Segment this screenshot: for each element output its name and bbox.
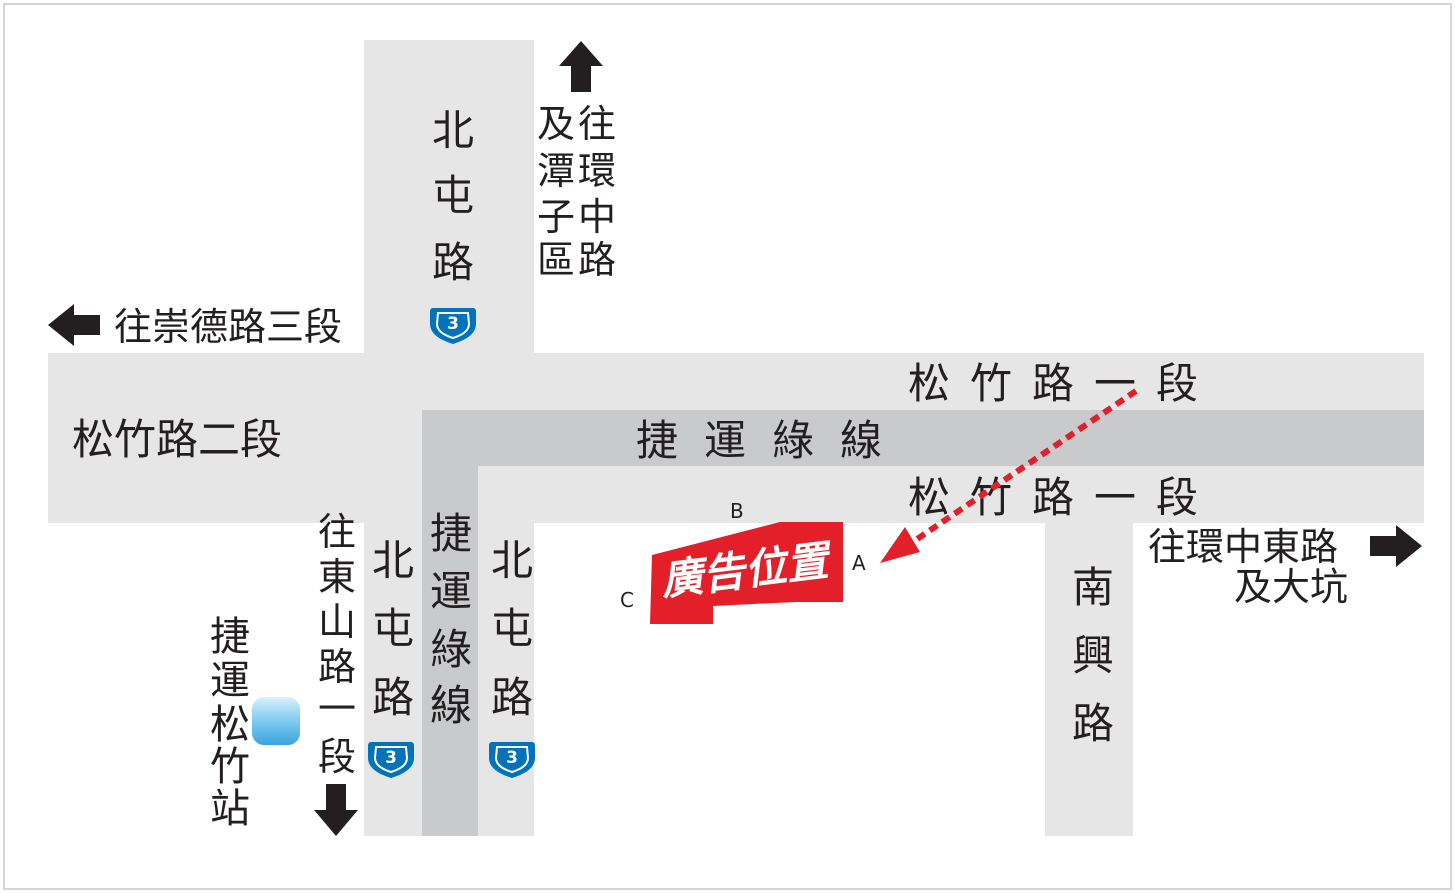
road-nanxing xyxy=(1045,515,1133,836)
label-songzhu-sec2: 松竹路二段 xyxy=(72,415,282,464)
arrow-west-icon xyxy=(48,304,100,346)
route-shield-number: 3 xyxy=(385,748,397,768)
arrow-north-icon xyxy=(559,41,603,92)
char: 山 xyxy=(318,600,356,644)
label-direction-east-line1: 往環中東路 xyxy=(1148,525,1338,569)
ad-pointer-arrow-icon xyxy=(896,388,1138,555)
ad-pointer-arrowhead-icon xyxy=(880,527,920,563)
char: 路 xyxy=(432,238,474,287)
route-shield-icon: 3 xyxy=(430,308,476,344)
char: 路 xyxy=(1072,699,1114,748)
label-nanxing: 南 興 路 xyxy=(1072,563,1114,748)
char: 路 xyxy=(318,645,356,689)
char: 屯 xyxy=(432,171,474,220)
char: 潭 xyxy=(537,149,575,193)
label-mrt-horizontal: 捷運綠線 xyxy=(636,416,908,465)
char: 往 xyxy=(578,102,616,146)
ad-marker-c: C xyxy=(620,588,634,612)
ad-marker-b: B xyxy=(730,499,744,523)
char: 北 xyxy=(432,106,474,155)
char: 及 xyxy=(537,102,575,146)
mrt-line-vertical xyxy=(422,410,478,836)
char: 竹 xyxy=(210,744,250,790)
char: 站 xyxy=(210,786,250,832)
char: 環 xyxy=(578,149,616,193)
label-direction-south: 往 東 山 路 一 段 xyxy=(318,510,356,779)
char: 一 xyxy=(318,687,356,731)
label-mrt-vertical: 捷 運 綠 線 xyxy=(430,509,472,730)
char: 路 xyxy=(491,673,533,722)
char: 捷 xyxy=(430,509,472,558)
char: 捷 xyxy=(210,614,250,660)
label-songzhu-sec1-bottom: 松竹路一段 xyxy=(908,473,1218,522)
char: 區 xyxy=(537,238,575,282)
label-beitun-south-right: 北 屯 路 xyxy=(491,536,533,722)
mrt-line-horizontal xyxy=(422,410,1424,466)
char: 往 xyxy=(318,510,356,554)
route-shield-icon: 3 xyxy=(368,742,414,778)
label-direction-east-line2: 及大坑 xyxy=(1234,565,1348,609)
label-direction-west: 往崇德路三段 xyxy=(114,305,342,349)
char: 屯 xyxy=(372,604,414,653)
char: 綠 xyxy=(430,625,472,674)
char: 子 xyxy=(537,195,575,239)
char: 運 xyxy=(430,567,472,616)
char: 段 xyxy=(318,735,356,779)
char: 屯 xyxy=(491,604,533,653)
char: 線 xyxy=(430,681,472,730)
ad-marker-a: A xyxy=(852,551,866,575)
label-beitun-north: 北 屯 路 xyxy=(432,106,474,287)
char: 路 xyxy=(578,238,616,282)
ad-position-marker[interactable]: 廣告位置 xyxy=(650,522,843,624)
char: 松 xyxy=(210,702,250,748)
char: 北 xyxy=(491,536,533,585)
char: 東 xyxy=(318,555,356,599)
label-mrt-station: 捷 運 松 竹 站 xyxy=(210,614,250,832)
char: 路 xyxy=(372,673,414,722)
char: 興 xyxy=(1072,631,1114,680)
route-shield-icon: 3 xyxy=(489,742,535,778)
label-direction-north: 往 環 中 路 及 潭 子 區 xyxy=(537,102,616,282)
arrow-east-icon xyxy=(1370,525,1422,567)
char: 運 xyxy=(210,658,250,704)
route-shield-number: 3 xyxy=(506,748,518,768)
char: 北 xyxy=(372,536,414,585)
char: 中 xyxy=(578,195,616,239)
mrt-station-icon xyxy=(252,697,300,745)
label-beitun-south-left: 北 屯 路 xyxy=(372,536,414,722)
char: 南 xyxy=(1072,563,1114,612)
arrow-south-icon xyxy=(314,784,358,836)
road-beitun-north xyxy=(364,40,534,360)
label-songzhu-sec1-top: 松竹路一段 xyxy=(908,359,1218,408)
route-shield-number: 3 xyxy=(447,314,459,334)
